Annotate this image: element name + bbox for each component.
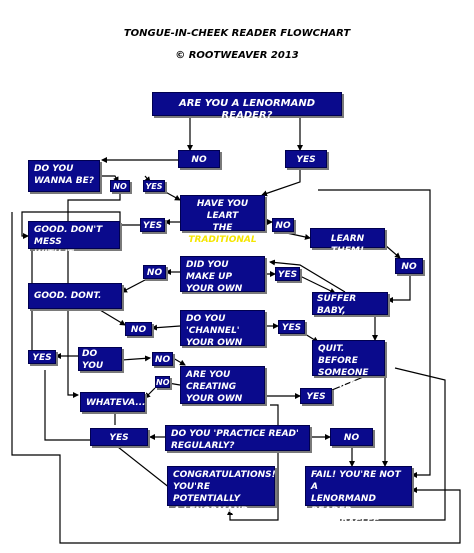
yes-label-make: YES	[275, 267, 300, 281]
yes-label-channel: YES	[278, 320, 305, 334]
fail-box: FAIL! YOU'RE NOT A LENORMAND READER. TRY…	[305, 466, 412, 540]
yes-label-wanna: YES	[143, 180, 165, 192]
whateva-box: WHATEVA...	[80, 392, 146, 412]
traditional-highlight: TRADITIONAL	[188, 235, 257, 245]
suffer-box: SUFFER BABY, SUFFER.	[312, 292, 388, 328]
yes-label-traditional: YES	[140, 218, 165, 232]
creating-deck-question-box: ARE YOU CREATING YOUR OWN LENNIE DECK?	[180, 366, 265, 416]
yes-label-practice: YES	[90, 428, 148, 446]
no-label-learn: NO	[395, 258, 423, 274]
no-label-top: NO	[178, 150, 220, 168]
no-label-want-top: NO	[152, 352, 173, 366]
want-to-question-box: DO YOU WANT TO?	[78, 347, 122, 395]
flowchart-title: TONGUE-IN-CHEEK READER FLOWCHART	[123, 28, 351, 39]
good-dont-box: GOOD. DONT.	[28, 283, 122, 309]
traditional-text-start: HAVE YOU LEART THE	[196, 199, 249, 233]
no-label-want-bottom: NO	[155, 376, 170, 388]
yes-label-top: YES	[285, 150, 327, 168]
traditional-text-end: KEYWORDS?	[190, 247, 255, 257]
yes-label-want: YES	[28, 350, 56, 364]
quit-box: QUIT. BEFORE SOMEONE NOTICES.	[312, 340, 385, 390]
learn-them-box: LEARN THEM!	[310, 228, 385, 256]
good-dont-mess-box: GOOD. DON'T MESS WITH IT.	[28, 221, 120, 259]
make-own-words-question-box: DID YOU MAKE UP YOUR OWN WORDS INSTEAD?	[180, 256, 265, 318]
no-label-wanna: NO	[110, 180, 130, 192]
no-label-make: NO	[143, 265, 166, 279]
congratulations-box: CONGRATULATIONS! YOU'RE POTENTIALLY A LE…	[167, 466, 276, 528]
no-label-practice: NO	[330, 428, 373, 446]
no-label-channel: NO	[125, 322, 152, 336]
copyright-notice: © ROOTWEAVER 2013	[175, 50, 299, 61]
start-question-box: ARE YOU A LENORMAND READER?	[152, 92, 342, 121]
wanna-be-question-box: DO YOU WANNA BE?	[28, 160, 100, 192]
yes-label-deck: YES	[300, 388, 332, 404]
practice-read-question-box: DO YOU 'PRACTICE READ' REGULARLY?	[165, 425, 310, 451]
channel-keywords-question-box: DO YOU 'CHANNEL' YOUR OWN KEY- WORDS INS…	[180, 310, 265, 384]
traditional-keywords-question-box: HAVE YOU LEART THE TRADITIONAL KEYWORDS?	[180, 195, 265, 257]
no-label-traditional: NO	[272, 218, 294, 232]
